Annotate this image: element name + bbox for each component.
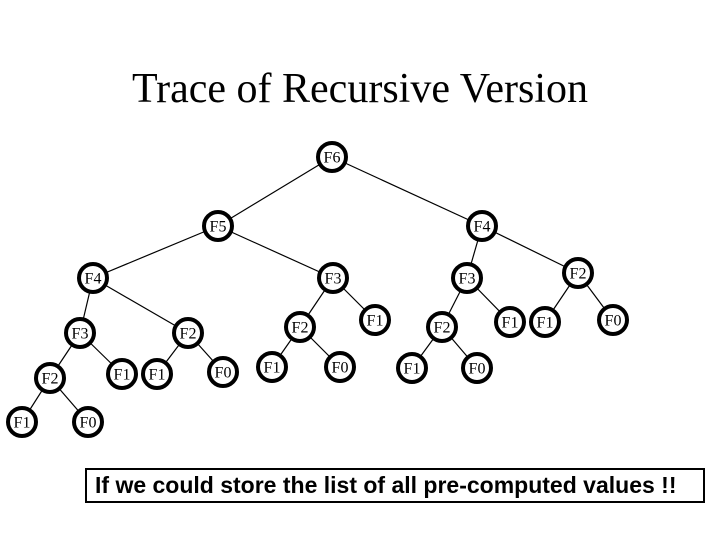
tree-node-f0-n20: F0 [324, 351, 356, 383]
tree-node-circle [461, 352, 493, 384]
tree-node-f4-n3: F4 [77, 262, 109, 294]
tree-node-circle [562, 257, 594, 289]
tree-node-label: F1 [367, 313, 384, 330]
tree-node-circle [207, 356, 239, 388]
tree-node-f2-n8: F2 [172, 317, 204, 349]
tree-node-label: F4 [474, 219, 491, 236]
tree-node-label: F3 [459, 271, 476, 288]
tree-node-f1-n17: F1 [141, 358, 173, 390]
tree-node-label: F3 [72, 326, 89, 343]
tree-node-f4-n2: F4 [466, 210, 498, 242]
tree-node-f1-n21: F1 [396, 352, 428, 384]
tree-node-label: F6 [324, 150, 341, 167]
tree-node-circle [284, 311, 316, 343]
tree-node-label: F2 [570, 266, 587, 283]
tree-node-f0-n14: F0 [597, 304, 629, 336]
tree-node-circle [529, 306, 561, 338]
tree-node-circle [426, 311, 458, 343]
tree-edge-n1-n4 [217, 225, 334, 279]
tree-node-circle [317, 262, 349, 294]
tree-node-f3-n7: F3 [64, 317, 96, 349]
tree-node-circle [597, 304, 629, 336]
tree-node-f6-n0: F6 [316, 141, 348, 173]
tree-node-f5-n1: F5 [202, 210, 234, 242]
tree-node-circle [72, 406, 104, 438]
tree-node-label: F5 [210, 219, 227, 236]
tree-node-label: F0 [80, 415, 97, 432]
tree-node-label: F2 [292, 320, 309, 337]
caption-box: If we could store the list of all pre-co… [85, 468, 705, 503]
tree-node-f1-n13: F1 [529, 306, 561, 338]
tree-node-label: F0 [215, 365, 232, 382]
tree-node-label: F1 [502, 315, 519, 332]
tree-node-label: F1 [14, 415, 31, 432]
tree-node-f0-n24: F0 [72, 406, 104, 438]
tree-node-circle [324, 351, 356, 383]
tree-edge-n2-n6 [481, 225, 579, 274]
tree-node-label: F1 [149, 367, 166, 384]
tree-node-label: F1 [537, 315, 554, 332]
tree-node-circle [34, 362, 66, 394]
tree-node-circle [396, 352, 428, 384]
tree-node-f0-n22: F0 [461, 352, 493, 384]
tree-node-f3-n4: F3 [317, 262, 349, 294]
tree-node-circle [141, 358, 173, 390]
tree-node-circle [256, 351, 288, 383]
tree-node-label: F1 [264, 360, 281, 377]
tree-node-circle [316, 141, 348, 173]
tree-node-f2-n9: F2 [284, 311, 316, 343]
tree-node-circle [77, 262, 109, 294]
tree-node-label: F0 [605, 313, 622, 330]
tree-node-f0-n18: F0 [207, 356, 239, 388]
tree-edge-n0-n1 [217, 156, 333, 227]
tree-node-f1-n23: F1 [6, 406, 38, 438]
tree-node-circle [6, 406, 38, 438]
tree-edge-n0-n2 [331, 156, 483, 227]
caption-text: If we could store the list of all pre-co… [95, 472, 677, 498]
tree-node-label: F0 [469, 361, 486, 378]
tree-node-f2-n15: F2 [34, 362, 66, 394]
tree-node-f2-n11: F2 [426, 311, 458, 343]
tree-node-label: F0 [332, 360, 349, 377]
tree-node-label: F2 [42, 371, 59, 388]
tree-node-label: F2 [434, 320, 451, 337]
tree-node-f1-n16: F1 [106, 358, 138, 390]
tree-node-circle [494, 306, 526, 338]
tree-node-f1-n12: F1 [494, 306, 526, 338]
tree-node-label: F2 [180, 326, 197, 343]
slide-title: Trace of Recursive Version [131, 66, 589, 112]
tree-node-circle [106, 358, 138, 390]
tree-node-circle [451, 262, 483, 294]
tree-node-circle [64, 317, 96, 349]
tree-node-circle [466, 210, 498, 242]
tree-node-label: F4 [85, 271, 102, 288]
tree-node-f2-n6: F2 [562, 257, 594, 289]
tree-node-f3-n5: F3 [451, 262, 483, 294]
tree-node-label: F3 [325, 271, 342, 288]
tree-edge-n1-n3 [92, 225, 219, 279]
tree-edge-n3-n8 [92, 277, 189, 334]
tree-node-label: F1 [404, 361, 421, 378]
tree-node-f1-n10: F1 [359, 304, 391, 336]
tree-node-f1-n19: F1 [256, 351, 288, 383]
tree-node-circle [202, 210, 234, 242]
tree-node-label: F1 [114, 367, 131, 384]
tree-node-circle [359, 304, 391, 336]
tree-node-circle [172, 317, 204, 349]
